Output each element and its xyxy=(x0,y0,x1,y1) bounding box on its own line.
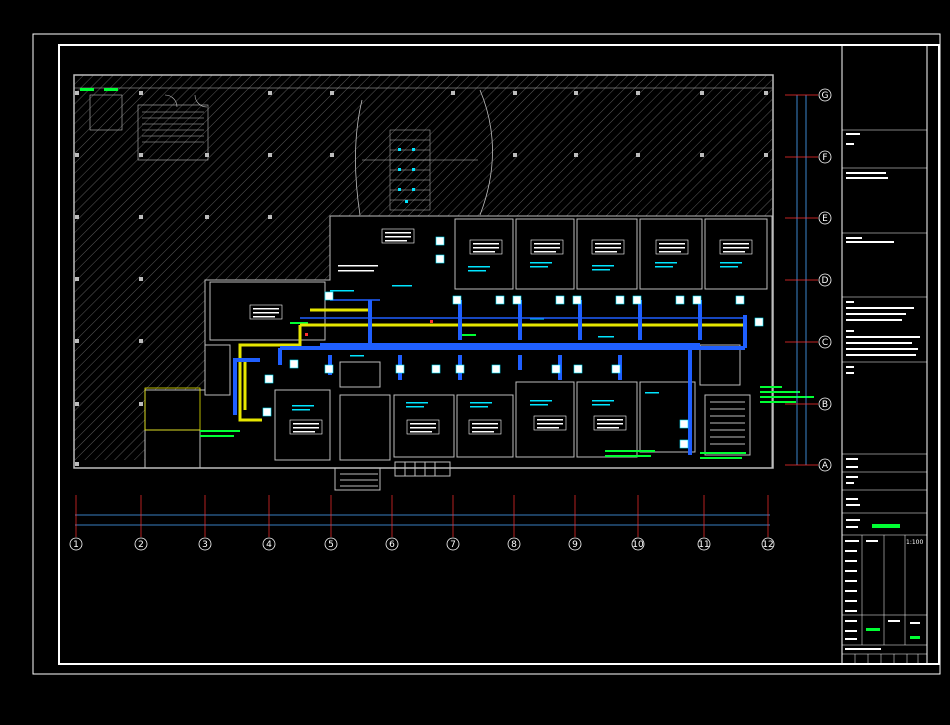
axis-bubble-col-12 xyxy=(761,537,775,551)
axis-label-col-7: 7 xyxy=(450,540,456,550)
structural-columns xyxy=(75,91,768,466)
atrium-curve xyxy=(355,89,493,216)
axis-bubble-row-A xyxy=(818,458,832,472)
axis-label-row-E: E xyxy=(822,214,828,224)
axis-bubble-col-6 xyxy=(385,537,399,551)
axis-bubble-col-7 xyxy=(446,537,460,551)
axis-bubble-row-C xyxy=(818,335,832,349)
axis-label-col-6: 6 xyxy=(389,540,395,550)
axis-bubble-row-B xyxy=(818,397,832,411)
scale-text: 1:100 xyxy=(906,539,923,546)
axis-label-row-C: C xyxy=(822,338,828,348)
return-air-duct xyxy=(238,308,745,422)
axis-bubble-col-11 xyxy=(697,537,711,551)
axis-bubble-col-3 xyxy=(198,537,212,551)
axis-label-col-8: 8 xyxy=(511,540,517,550)
axis-bubble-col-9 xyxy=(568,537,582,551)
axis-label-row-A: A xyxy=(822,461,829,471)
axis-label-col-2: 2 xyxy=(138,540,144,550)
room-tags xyxy=(249,228,753,435)
axis-label-col-9: 9 xyxy=(572,540,578,550)
axis-bubble-col-2 xyxy=(134,537,148,551)
axis-bubble-col-1 xyxy=(69,537,83,551)
axis-label-col-1: 1 xyxy=(73,540,79,550)
axis-bubble-col-10 xyxy=(631,537,645,551)
axis-label-col-4: 4 xyxy=(266,540,272,550)
axis-label-row-G: G xyxy=(822,91,829,101)
inner-frame xyxy=(58,44,940,665)
duct-annotations xyxy=(292,262,742,411)
axis-bubble-col-8 xyxy=(507,537,521,551)
axis-label-row-D: D xyxy=(822,276,829,286)
axis-label-row-F: F xyxy=(822,153,827,163)
axis-bubble-row-F xyxy=(818,150,832,164)
axis-label-col-12: 12 xyxy=(762,540,773,550)
axis-bubble-row-D xyxy=(818,273,832,287)
axis-bubble-row-E xyxy=(818,211,832,225)
axis-label-col-5: 5 xyxy=(328,540,334,550)
supply-air-duct xyxy=(233,300,747,455)
axis-label-col-10: 10 xyxy=(632,540,644,550)
diffusers xyxy=(262,236,764,449)
axis-bubble-col-4 xyxy=(262,537,276,551)
axis-bubble-col-5 xyxy=(324,537,338,551)
axis-label-row-B: B xyxy=(822,400,828,410)
title-block: 1:100 xyxy=(841,44,928,665)
floor-plan xyxy=(73,74,814,491)
axis-bubble-row-G xyxy=(818,88,832,102)
axis-label-col-3: 3 xyxy=(202,540,208,550)
axis-label-col-11: 11 xyxy=(698,540,709,550)
green-annotations xyxy=(200,322,814,459)
